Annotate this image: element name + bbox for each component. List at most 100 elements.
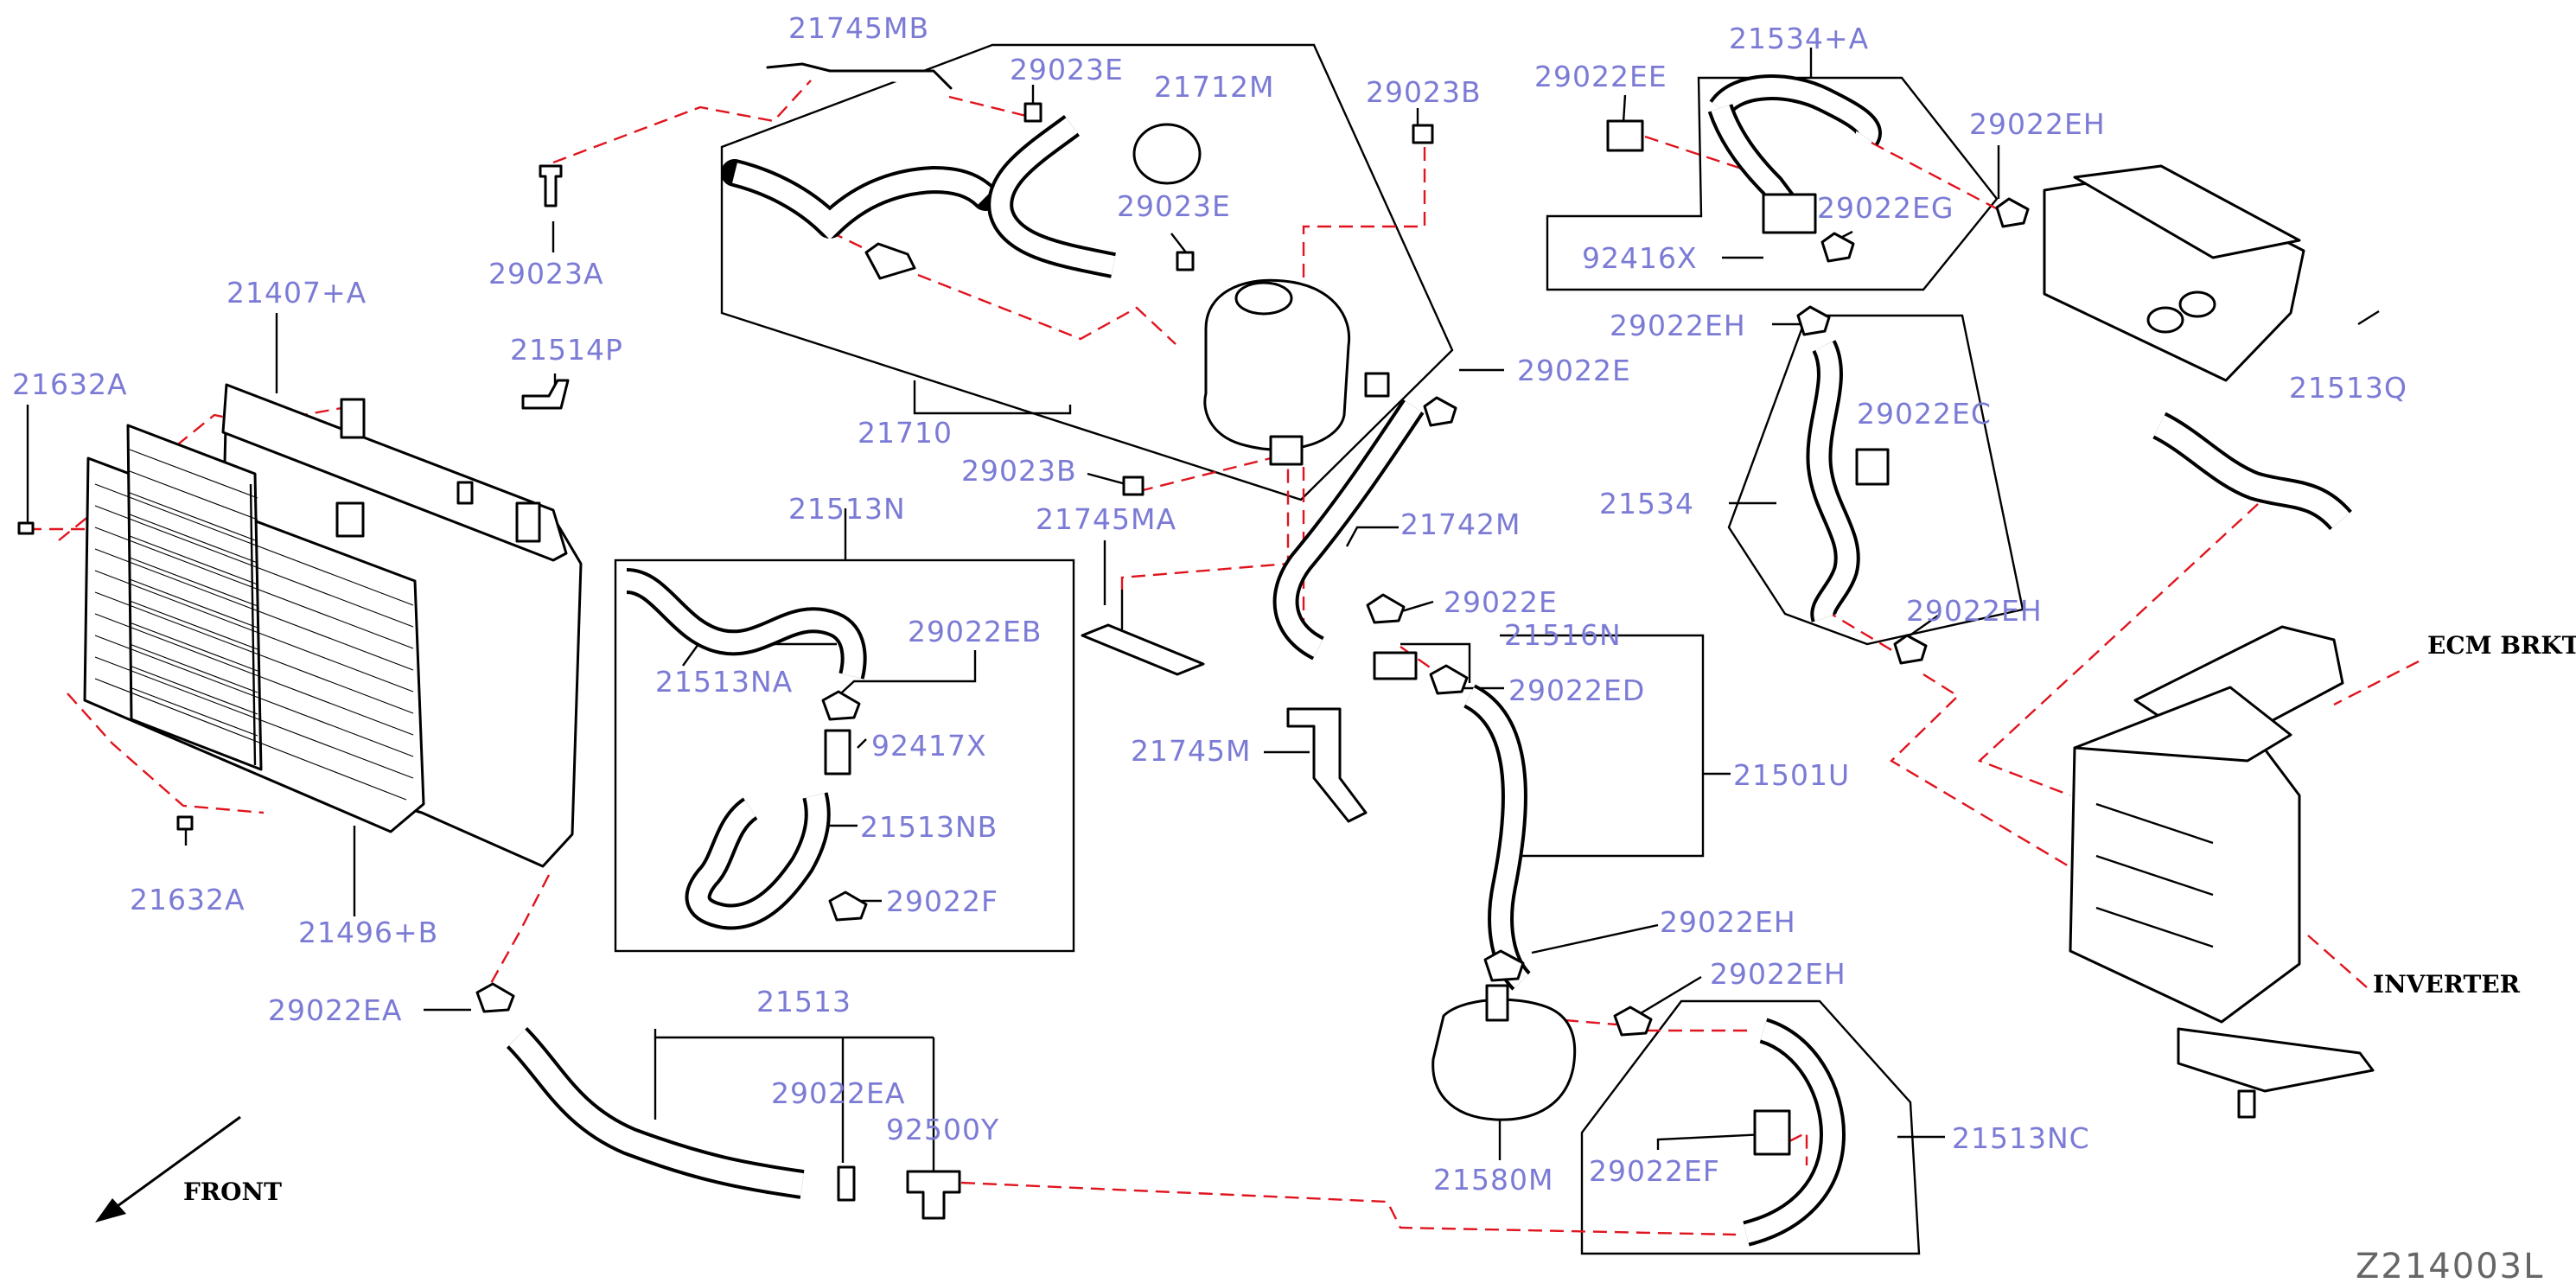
label-29022EB: 29022EB	[908, 615, 1042, 648]
label-29022EH-1: 29022EH	[1969, 107, 2106, 141]
reservoir-group-outline	[720, 43, 1454, 501]
cooler-port-2	[2178, 290, 2216, 318]
tank-21710	[1203, 278, 1351, 451]
leader-92417X	[857, 738, 867, 749]
label-29022EF: 29022EF	[1589, 1154, 1720, 1188]
label-21496B: 21496+B	[298, 916, 438, 949]
label-21710: 21710	[858, 416, 953, 450]
label-21632A-2: 21632A	[130, 883, 245, 916]
leader-21710	[913, 380, 1072, 415]
hose-21513NC-group-outline	[1580, 999, 1921, 1255]
label-21745MB: 21745MB	[788, 11, 929, 45]
tank-outlet	[1364, 372, 1390, 398]
clip-29023B-2	[1122, 476, 1145, 496]
hose-21534-group-outline	[1727, 314, 2024, 646]
label-29022EH-3: 29022EH	[1906, 594, 2043, 628]
tank-cap	[1234, 281, 1293, 316]
label-29022E-1: 29022E	[1517, 354, 1631, 387]
radiator-cap-neck	[456, 481, 474, 505]
label-ecm-brkt: ECM BRKT	[2427, 631, 2576, 660]
clip-29022EC	[1855, 448, 1890, 486]
leader-29022EB	[831, 650, 977, 703]
leader-21513-top	[654, 1029, 934, 1039]
tank-mount	[1269, 435, 1304, 466]
label-21745M: 21745M	[1131, 734, 1251, 768]
label-29022E-2: 29022E	[1444, 585, 1558, 619]
dash-radiator-to-clamp	[484, 874, 551, 993]
clamp-29022EA-1	[475, 982, 515, 1013]
inverter-body	[2069, 724, 2301, 1024]
hose-21534A-drop-inner	[1711, 105, 1806, 227]
label-21407A: 21407+A	[226, 276, 367, 310]
radiator-mount-2	[515, 501, 541, 543]
hose-21513N-parts	[625, 568, 868, 930]
bracket-21514P	[521, 379, 570, 410]
fasteners-left	[17, 164, 570, 831]
cooler-port-1	[2146, 306, 2184, 334]
dash-inverter-path-2	[1977, 503, 2259, 797]
leader-21516N-bracket	[1500, 634, 1705, 858]
hose-reservoir-upper-inner	[731, 163, 993, 239]
clamp-29022EH-1	[1995, 197, 2030, 228]
reservoir-parts	[721, 62, 1457, 823]
label-21513NB: 21513NB	[860, 810, 998, 844]
dash-clamp-to-tank	[917, 273, 1176, 345]
clamp-29022EH-outlet	[1613, 1005, 1653, 1037]
clip-29023B-1	[1412, 124, 1434, 144]
leader-21516N	[1400, 642, 1471, 683]
part-labels: 21745MB 29023E 21712M 29023B 29022EE 215…	[12, 11, 2576, 1283]
clamp-29022EH-pump	[1483, 949, 1525, 982]
clip-21632A-1	[17, 521, 35, 535]
hose-21534A-group-outline	[1546, 76, 1999, 291]
label-29023A: 29023A	[488, 257, 604, 290]
hose-21534-inner	[1809, 341, 1857, 622]
hose-reservoir-mid-inner	[991, 118, 1116, 275]
clamp-29022E-1	[1423, 396, 1457, 427]
condenser-divider	[249, 483, 257, 766]
sensor-29022EE	[1606, 119, 1644, 152]
label-92500Y: 92500Y	[886, 1113, 999, 1146]
front-arrow-head	[95, 1198, 126, 1222]
dash-21534-to-29022EH	[1823, 608, 1907, 661]
label-92417X: 92417X	[871, 729, 987, 763]
dash-inverter-leader	[2307, 935, 2368, 988]
bracket-21745MA	[1081, 623, 1205, 676]
clip-21632A-2	[176, 815, 194, 831]
connector-21516N	[1373, 651, 1418, 680]
bracket-21745M	[1286, 707, 1368, 823]
radiator-assembly	[83, 383, 583, 868]
dash-pump-to-clamp	[1564, 1018, 1617, 1026]
pipe-92417X	[824, 729, 851, 776]
label-29022EA-1: 29022EA	[268, 993, 402, 1027]
label-front: FRONT	[183, 1178, 282, 1206]
dash-tee-to-21513NC	[960, 1181, 1737, 1236]
connection-lines	[28, 80, 2420, 1236]
clip-29023E-2	[1176, 251, 1195, 271]
group-outlines	[614, 43, 2024, 1255]
clamp-29022ED	[1429, 664, 1469, 695]
inverter-rib-2	[2095, 854, 2214, 897]
clamp-29022EH-3	[1893, 634, 1928, 665]
radiator-mount-1	[340, 398, 366, 439]
leader-29023E-2	[1170, 233, 1187, 253]
dash-21745MA-to-tank	[1120, 467, 1290, 590]
leader-29022EE	[1622, 94, 1627, 124]
cooler-unit	[2043, 164, 2305, 382]
hose-21513NC-parts	[1743, 1018, 1846, 1247]
pump-body	[1431, 998, 1577, 1121]
label-21501U: 21501U	[1733, 758, 1850, 792]
tee-92500Y	[906, 1170, 961, 1220]
hoses-center	[1272, 399, 1532, 991]
label-21513: 21513	[756, 985, 851, 1018]
label-29023B-1: 29023B	[1366, 75, 1482, 109]
hose-21742M-inner	[1276, 400, 1422, 657]
label-21516N: 21516N	[1504, 618, 1622, 652]
clamp-29022F	[828, 890, 868, 922]
label-29023E-2: 29023E	[1117, 189, 1231, 223]
hose-21513NB-inner	[688, 793, 827, 927]
dash-radiator-bottom	[67, 693, 265, 814]
label-21742M: 21742M	[1400, 507, 1521, 541]
label-21513Q: 21513Q	[2289, 371, 2407, 405]
leader-29022EH-3	[1905, 615, 1939, 639]
inverter-unit	[2069, 625, 2375, 1119]
